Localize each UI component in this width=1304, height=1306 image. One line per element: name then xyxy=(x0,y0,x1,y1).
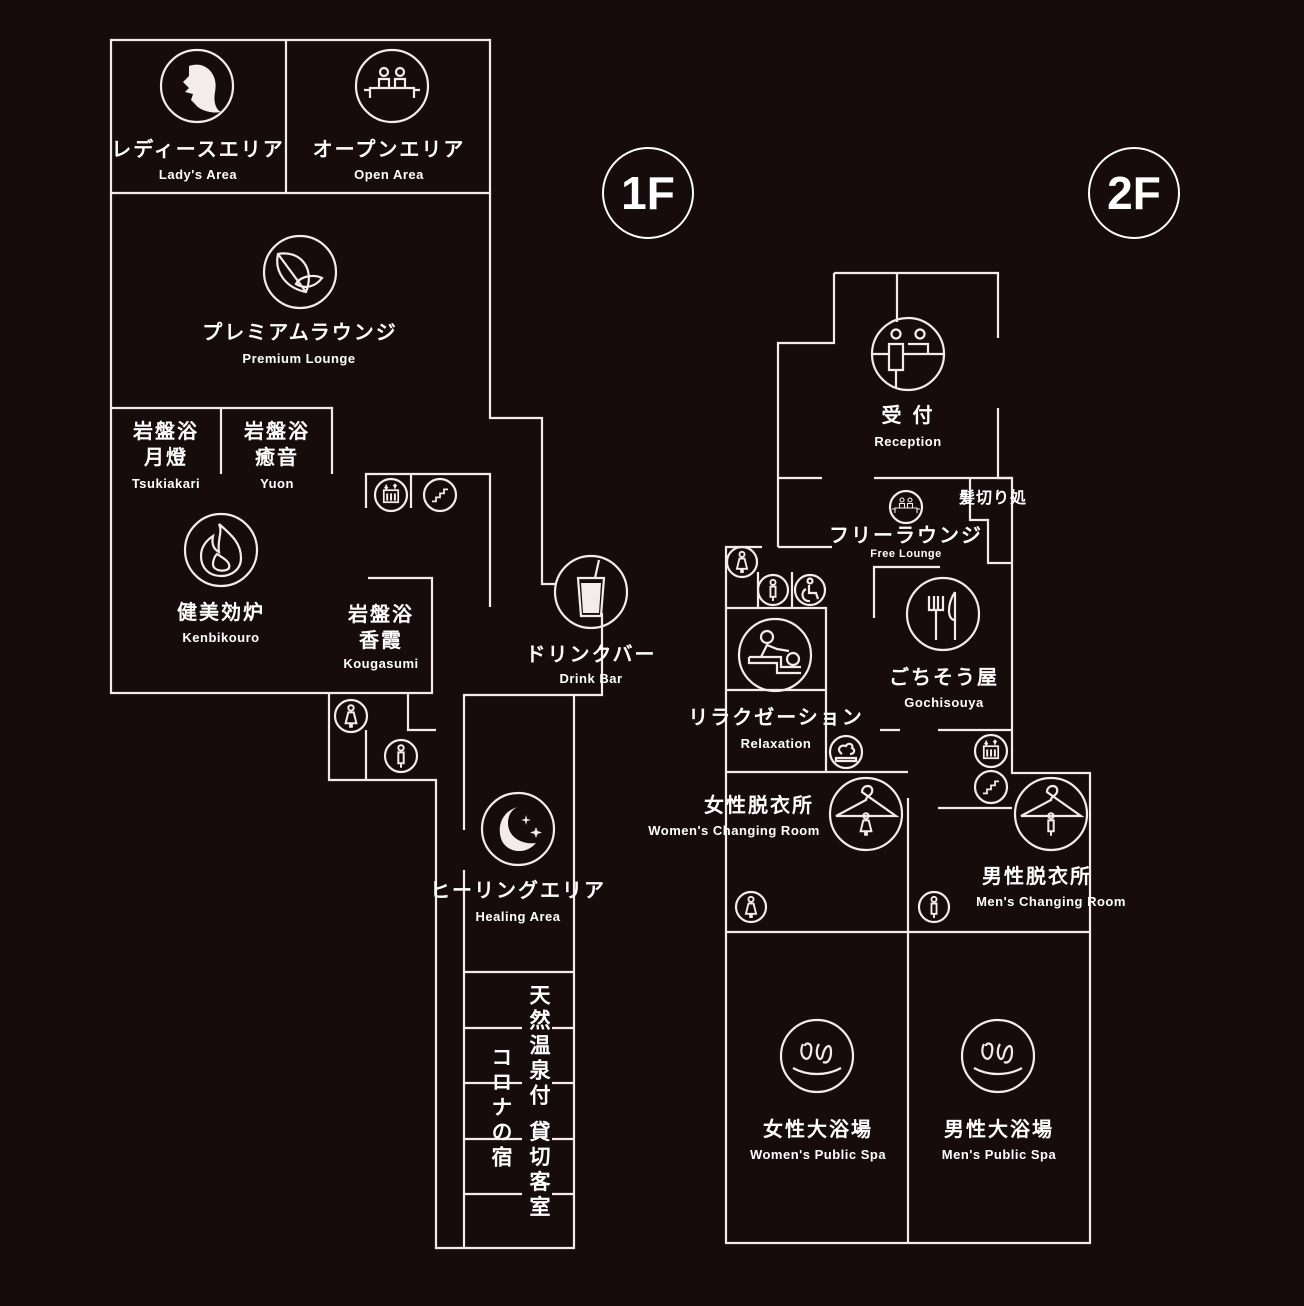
room-label-en: Kougasumi xyxy=(343,656,419,671)
stairs-icon xyxy=(422,477,458,513)
room-barber[interactable]: 髪切り処 xyxy=(958,488,1028,507)
room-label-jp: オープンエリア xyxy=(312,137,466,161)
room-label-jp: 健美効炉 xyxy=(177,600,265,624)
room-label-en: Tsukiakari xyxy=(131,476,201,491)
room-label-en: Premium Lounge xyxy=(242,351,356,366)
room-label-jp: ドリンクバー xyxy=(525,642,657,666)
room-label-en: Free Lounge xyxy=(870,548,942,560)
room-label-en: Open Area xyxy=(354,167,424,182)
womens-restroom-icon xyxy=(734,890,768,924)
woman-face-icon xyxy=(159,48,235,124)
mens-restroom-icon xyxy=(383,738,419,774)
room-label-en: Yuon xyxy=(260,476,294,491)
room-label-jp: 月燈 xyxy=(144,445,188,469)
room-private-rooms[interactable]: 天然温泉付 貸切客室 xyxy=(527,984,551,1221)
room-label-jp: 受 付 xyxy=(881,403,935,427)
elevator-icon xyxy=(373,477,409,513)
hot-spring-icon xyxy=(779,1018,855,1094)
mens-restroom-icon xyxy=(917,890,951,924)
room-label-en: Men's Public Spa xyxy=(941,1147,1057,1162)
room-label-en: Women's Changing Room xyxy=(648,823,820,838)
hanger-man-icon xyxy=(1013,776,1089,852)
room-label-jp: プレミアムラウンジ xyxy=(202,320,398,344)
room-label-jp: 岩盤浴 xyxy=(348,602,414,626)
room-label-jp: 癒音 xyxy=(255,445,299,469)
room-label-jp: 岩盤浴 xyxy=(244,419,310,443)
leaf-icon xyxy=(262,234,338,310)
free-lounge-icon xyxy=(888,489,924,525)
room-label-en: Healing Area xyxy=(475,909,561,924)
mens-restroom-icon xyxy=(756,573,790,607)
room-label-jp: 男性大浴場 xyxy=(944,1117,1054,1141)
room-label-en: Lady's Area xyxy=(158,167,238,182)
fork-knife-icon xyxy=(905,576,981,652)
room-label-en: Women's Public Spa xyxy=(749,1147,887,1162)
room-label-en: Gochisouya xyxy=(904,695,984,710)
room-label-jp: ごちそう屋 xyxy=(889,665,999,689)
accessible-restroom-icon xyxy=(793,573,827,607)
floor1-walls xyxy=(109,38,604,1250)
room-label-jp: 男性脱衣所 xyxy=(982,864,1092,888)
room-label-jp: ヒーリングエリア xyxy=(430,878,606,902)
room-label-en: Reception xyxy=(874,434,942,449)
stairs-icon xyxy=(973,769,1009,805)
room-label-jp: 岩盤浴 xyxy=(133,419,199,443)
reception-desk-icon xyxy=(870,316,946,392)
womens-restroom-icon xyxy=(333,698,369,734)
corona-inn-label: コロナの宿 xyxy=(489,1046,513,1171)
room-label-en: Relaxation xyxy=(740,736,812,751)
seated-people-icon xyxy=(354,48,430,124)
hot-spring-icon xyxy=(960,1018,1036,1094)
massage-icon xyxy=(737,617,813,693)
floor2-walls xyxy=(724,271,1092,1245)
room-label-en: Kenbikouro xyxy=(182,630,260,645)
elevator-icon xyxy=(973,733,1009,769)
room-label-jp: リラクゼーション xyxy=(688,705,864,729)
moon-stars-icon xyxy=(480,791,556,867)
womens-restroom-icon xyxy=(725,545,759,579)
floor-2f-badge[interactable]: 2F xyxy=(1088,147,1180,239)
floor-1f-badge[interactable]: 1F xyxy=(602,147,694,239)
hanger-woman-icon xyxy=(828,776,904,852)
room-label-jp: レディースエリア xyxy=(111,137,285,161)
room-label-en: Drink Bar xyxy=(559,671,623,686)
room-label-jp: 女性脱衣所 xyxy=(704,793,814,817)
flame-icon xyxy=(183,512,259,588)
room-label-jp: フリーラウンジ xyxy=(829,523,983,547)
drink-glass-icon xyxy=(553,554,629,630)
room-label-jp: 女性大浴場 xyxy=(763,1117,873,1141)
room-label-en: Men's Changing Room xyxy=(976,894,1126,909)
smoking-area-icon xyxy=(828,734,864,770)
room-label-jp: 香霞 xyxy=(359,628,403,652)
